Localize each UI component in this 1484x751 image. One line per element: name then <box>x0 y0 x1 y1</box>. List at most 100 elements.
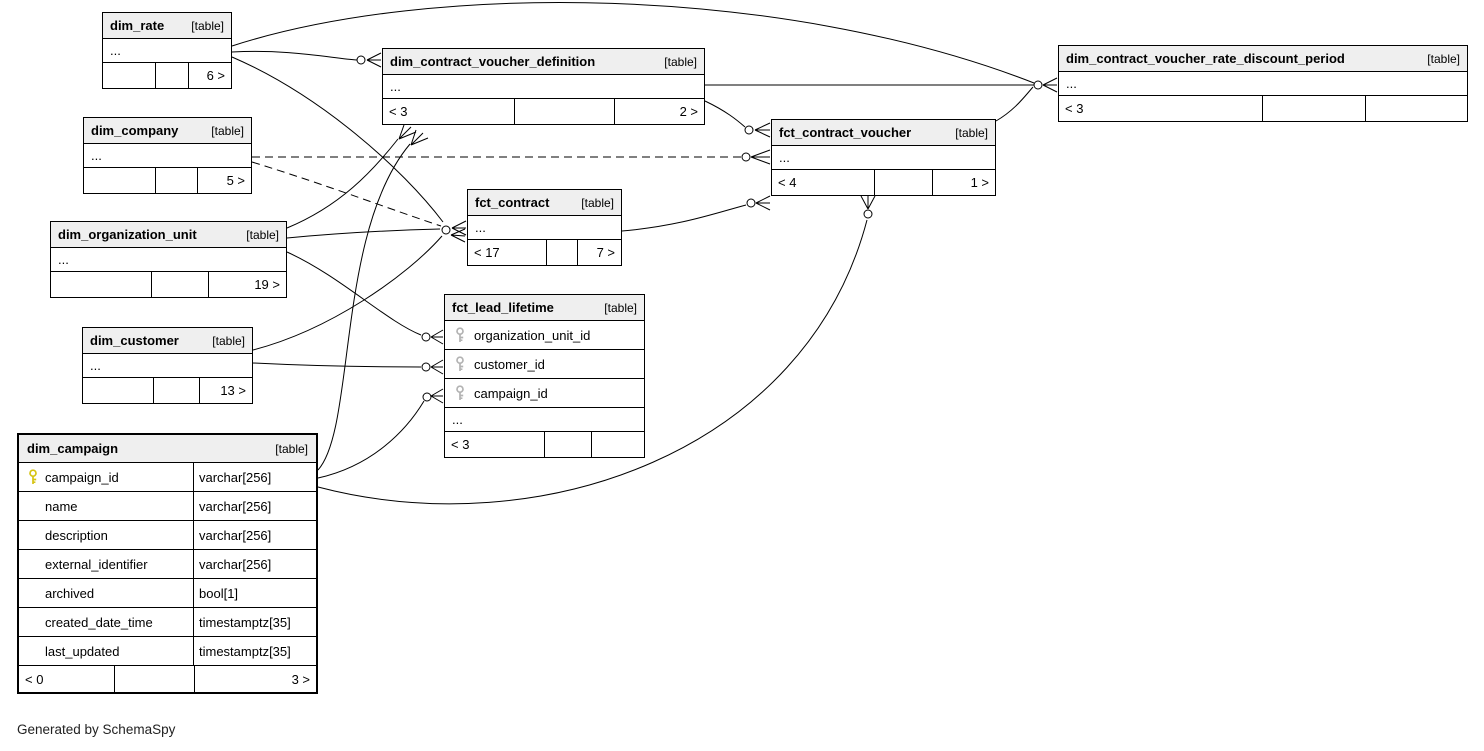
table-fct-lead-lifetime[interactable]: fct_lead_lifetime [table] organization_u… <box>444 294 645 458</box>
table-name[interactable]: dim_customer <box>90 333 179 348</box>
rel-dim_organization_unit-dim_contract_voucher_definition <box>286 138 399 229</box>
column-name: name <box>45 498 78 514</box>
table-name[interactable]: dim_campaign <box>27 441 119 456</box>
table-type-tag: [table] <box>275 442 308 456</box>
table-footer: < 0 3 > <box>19 666 316 692</box>
rel-dim_company-fct_contract <box>251 161 442 227</box>
footer-parent-count: < 3 <box>451 437 470 452</box>
generator-note: Generated by SchemaSpy <box>17 722 176 737</box>
table-header: fct_contract_voucher [table] <box>772 120 995 146</box>
footer-mid-cell <box>155 168 197 193</box>
rel-dim_rate-dim_contract_voucher_rate_discount_period <box>231 2 1035 84</box>
table-dim-customer[interactable]: dim_customer [table] ... 13 > <box>82 327 253 404</box>
table-header: dim_rate [table] <box>103 13 231 39</box>
table-footer: 5 > <box>84 168 251 193</box>
table-dim-rate[interactable]: dim_rate [table] ... 6 > <box>102 12 232 89</box>
footer-parent-count <box>103 63 155 88</box>
table-footer: < 4 1 > <box>772 170 995 195</box>
footer-child-count: 3 > <box>194 666 316 692</box>
column-row: organization_unit_id <box>445 321 644 350</box>
footer-parent-count: < 0 <box>25 671 44 687</box>
table-type-tag: [table] <box>246 228 279 242</box>
column-name: customer_id <box>474 356 545 372</box>
table-header: fct_contract [table] <box>468 190 621 216</box>
table-dim-campaign[interactable]: dim_campaign [table] campaign_id varchar… <box>17 433 318 694</box>
footer-child-count: 19 > <box>208 272 286 297</box>
column-row: customer_id <box>445 350 644 379</box>
column-type: bool[1] <box>193 579 316 607</box>
table-name[interactable]: dim_company <box>91 123 179 138</box>
column-row: campaign_id varchar[256] <box>19 463 316 492</box>
table-type-tag: [table] <box>581 196 614 210</box>
column-row: description varchar[256] <box>19 521 316 550</box>
column-type: varchar[256] <box>193 550 316 578</box>
table-type-tag: [table] <box>1427 52 1460 66</box>
footer-mid-cell <box>151 272 208 297</box>
table-name[interactable]: fct_lead_lifetime <box>452 300 554 315</box>
rel-dim_campaign-fct_contract_voucher <box>317 219 868 505</box>
hidden-columns-ellipsis: ... <box>772 146 995 170</box>
rel-dim_customer-fct_lead_lifetime <box>252 362 422 368</box>
table-type-tag: [table] <box>211 124 244 138</box>
column-name: campaign_id <box>45 469 119 485</box>
table-name[interactable]: dim_rate <box>110 18 165 33</box>
hidden-columns-ellipsis: ... <box>445 408 644 432</box>
column-type: varchar[256] <box>193 521 316 549</box>
footer-mid-cell <box>153 378 199 403</box>
table-name[interactable]: dim_contract_voucher_rate_discount_perio… <box>1066 51 1345 66</box>
column-name: archived <box>45 585 95 601</box>
hidden-columns-ellipsis: ... <box>383 75 704 99</box>
table-footer: < 17 7 > <box>468 240 621 265</box>
table-footer: 13 > <box>83 378 252 403</box>
footer-child-count <box>591 432 644 457</box>
rel-dim_organization_unit-fct_lead_lifetime <box>286 251 422 336</box>
footer-mid-cell <box>544 432 591 457</box>
table-name[interactable]: fct_contract_voucher <box>779 125 912 140</box>
column-name: last_updated <box>45 643 120 659</box>
table-dim-contract-voucher-definition[interactable]: dim_contract_voucher_definition [table] … <box>382 48 705 125</box>
table-name[interactable]: dim_contract_voucher_definition <box>390 54 596 69</box>
hidden-columns-ellipsis: ... <box>103 39 231 63</box>
rel-dim_rate-fct_contract <box>231 56 444 223</box>
footer-mid-cell <box>155 63 188 88</box>
primary-key-icon <box>25 469 41 485</box>
footer-child-count: 13 > <box>199 378 252 403</box>
table-header: dim_company [table] <box>84 118 251 144</box>
hidden-columns-ellipsis: ... <box>1059 72 1467 96</box>
table-header: dim_contract_voucher_rate_discount_perio… <box>1059 46 1467 72</box>
column-row: external_identifier varchar[256] <box>19 550 316 579</box>
table-dim-contract-voucher-rate-discount-period[interactable]: dim_contract_voucher_rate_discount_perio… <box>1058 45 1468 122</box>
table-fct-contract[interactable]: fct_contract [table] ... < 17 7 > <box>467 189 622 266</box>
column-name: created_date_time <box>45 614 153 630</box>
column-type: timestamptz[35] <box>193 637 316 665</box>
rel-dim_customer-fct_contract <box>252 235 443 351</box>
table-header: dim_campaign [table] <box>19 435 316 463</box>
column-type: timestamptz[35] <box>193 608 316 636</box>
footer-parent-count <box>84 168 155 193</box>
column-row: name varchar[256] <box>19 492 316 521</box>
column-row: created_date_time timestamptz[35] <box>19 608 316 637</box>
foreign-key-icon <box>452 385 468 401</box>
footer-parent-count: < 17 <box>474 245 500 260</box>
optional-circle-markers <box>356 55 1043 402</box>
footer-child-count <box>1365 96 1467 121</box>
table-fct-contract-voucher[interactable]: fct_contract_voucher [table] ... < 4 1 > <box>771 119 996 196</box>
table-name[interactable]: dim_organization_unit <box>58 227 197 242</box>
rel-fct_contract_voucher-rate_discount_period <box>995 86 1034 122</box>
rel-dim_contract_voucher_definition-fct_contract_voucher <box>704 100 746 128</box>
column-name: external_identifier <box>45 556 148 572</box>
table-type-tag: [table] <box>191 19 224 33</box>
rel-dim_campaign-fct_lead_lifetime <box>317 400 425 479</box>
table-type-tag: [table] <box>955 126 988 140</box>
table-name[interactable]: fct_contract <box>475 195 550 210</box>
rel-dim_organization_unit-fct_contract <box>286 228 441 239</box>
table-dim-organization-unit[interactable]: dim_organization_unit [table] ... 19 > <box>50 221 287 298</box>
table-type-tag: [table] <box>212 334 245 348</box>
rel-dim_campaign-dim_contract_voucher_definition <box>317 143 411 471</box>
footer-mid-cell <box>874 170 932 195</box>
table-header: dim_customer [table] <box>83 328 252 354</box>
footer-mid-cell <box>114 666 194 692</box>
table-dim-company[interactable]: dim_company [table] ... 5 > <box>83 117 252 194</box>
table-type-tag: [table] <box>604 301 637 315</box>
column-name: description <box>45 527 108 543</box>
